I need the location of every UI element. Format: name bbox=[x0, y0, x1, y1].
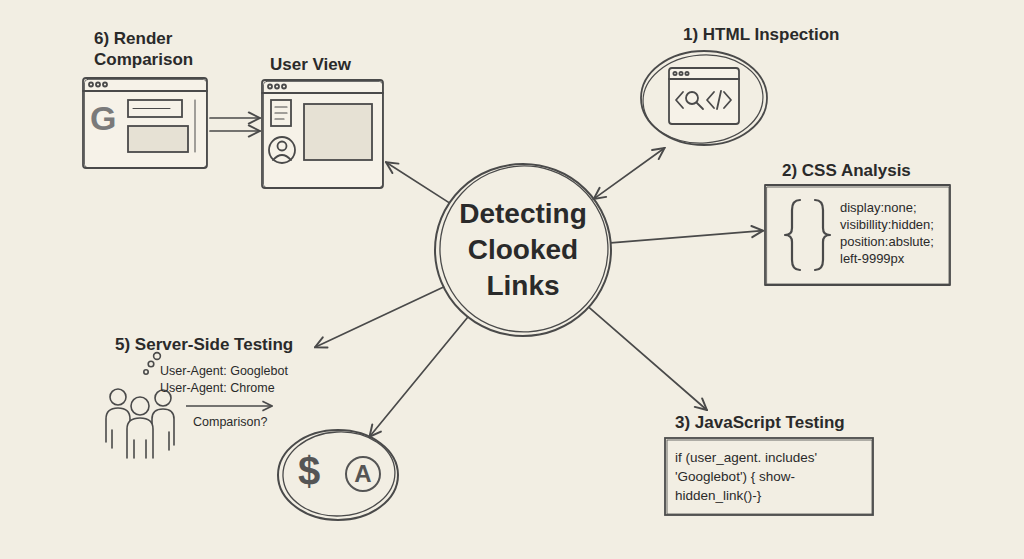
connector-arrow bbox=[315, 287, 444, 347]
javascript-code-box bbox=[667, 440, 872, 514]
render-browser-sketch bbox=[83, 78, 207, 168]
css-code-box bbox=[785, 200, 800, 270]
user-browser-sketch bbox=[269, 137, 295, 163]
user-browser-sketch bbox=[262, 92, 383, 94]
css-code-box bbox=[815, 200, 830, 270]
people-sketch bbox=[148, 361, 154, 367]
render-browser-sketch bbox=[128, 126, 188, 152]
render-browser-sketch bbox=[195, 100, 196, 152]
html-inspection-sketch bbox=[669, 68, 739, 124]
html-inspection-sketch bbox=[717, 91, 721, 109]
ellipse-outline bbox=[436, 162, 612, 336]
people-sketch bbox=[110, 389, 126, 405]
people-sketch bbox=[127, 418, 153, 458]
css-code-box bbox=[765, 185, 950, 285]
people-sketch bbox=[145, 440, 147, 458]
render-browser-sketch bbox=[128, 100, 182, 117]
javascript-testing-node: 3) JavaScript Testing if (user_agent. inc… bbox=[663, 410, 875, 518]
html-inspection-sketch bbox=[673, 72, 676, 75]
node-text: Comparison? bbox=[193, 414, 303, 430]
people-sketch bbox=[133, 440, 135, 458]
node-text: Detecting Clooked Links bbox=[448, 196, 598, 304]
user-browser-sketch bbox=[275, 106, 287, 107]
node-text: 5) Server-Side Testing bbox=[115, 334, 313, 355]
connector-arrow bbox=[589, 307, 707, 410]
comparison-arrow bbox=[186, 406, 272, 407]
user-view-node: User View bbox=[260, 54, 386, 190]
people-sketch bbox=[152, 409, 174, 445]
node-text: A bbox=[352, 459, 374, 489]
connector-arrow bbox=[611, 231, 763, 243]
html-inspection-sketch bbox=[679, 72, 682, 75]
connector-arrow bbox=[594, 148, 665, 199]
render-browser-sketch bbox=[83, 90, 207, 92]
user-browser-sketch bbox=[273, 155, 291, 160]
comparison-arrow bbox=[186, 405, 272, 407]
connector-arrow bbox=[386, 162, 449, 203]
html-inspection-node: 1) HTML Inspection bbox=[638, 24, 863, 148]
render-comparison-node: 6) Render Comparison bbox=[80, 28, 210, 170]
render-browser-sketch bbox=[85, 80, 207, 168]
user-browser-sketch bbox=[268, 85, 272, 89]
node-text: 1) HTML Inspection bbox=[683, 24, 861, 45]
user-browser-sketch bbox=[275, 85, 279, 89]
symbol-circle: $A bbox=[276, 428, 400, 522]
user-browser-sketch bbox=[304, 104, 372, 160]
ellipse-outline bbox=[278, 430, 398, 520]
node-text: $ bbox=[298, 448, 334, 494]
html-inspection-sketch bbox=[640, 51, 766, 147]
html-inspection-sketch bbox=[697, 103, 704, 110]
node-text: User-Agent: Chrome bbox=[160, 380, 310, 396]
ellipse-outline bbox=[281, 429, 397, 519]
css-code-box bbox=[765, 185, 950, 285]
circled-letter-ring bbox=[346, 457, 380, 491]
people-sketch bbox=[144, 370, 148, 374]
user-browser-sketch bbox=[275, 112, 287, 113]
node-text: display:none; visibillity:hidden; positi… bbox=[840, 199, 945, 267]
user-browser-sketch bbox=[275, 118, 284, 119]
node-text: User-Agent: Googlebot bbox=[160, 363, 310, 379]
html-inspection-sketch bbox=[724, 92, 731, 108]
html-inspection-sketch bbox=[669, 78, 739, 80]
connector-arrow bbox=[210, 130, 260, 132]
user-browser-sketch bbox=[262, 80, 383, 188]
server-side-node: 5) Server-Side TestingUser-Agent: Google… bbox=[100, 330, 315, 465]
node-text: User View bbox=[270, 54, 386, 75]
html-inspection-sketch bbox=[640, 51, 767, 147]
html-inspection-sketch bbox=[676, 92, 683, 108]
node-text: 6) Render Comparison bbox=[94, 28, 210, 70]
people-sketch bbox=[168, 432, 170, 450]
html-inspection-sketch bbox=[685, 72, 688, 75]
node-text: if (user_agent. includes' 'Googlebot') {… bbox=[675, 448, 867, 505]
people-sketch bbox=[111, 430, 113, 448]
node-text: 3) JavaScript Testing bbox=[675, 412, 873, 433]
people-sketch bbox=[131, 397, 149, 415]
css-code-box bbox=[767, 187, 949, 284]
user-browser-sketch bbox=[278, 142, 287, 151]
render-browser-sketch bbox=[103, 83, 107, 87]
user-browser-sketch bbox=[271, 100, 291, 126]
circled-letter-ring bbox=[346, 457, 380, 491]
user-browser-sketch bbox=[264, 82, 383, 188]
user-browser-sketch bbox=[282, 85, 286, 89]
central-topic-circle: Detecting Clooked Links bbox=[433, 162, 613, 338]
javascript-code-box bbox=[665, 438, 873, 515]
render-browser-sketch bbox=[133, 108, 170, 109]
connector-arrow bbox=[370, 317, 468, 437]
user-browser-sketch bbox=[262, 80, 383, 188]
css-analysis-node: 2) CSS Analysis display:none; visibillity… bbox=[763, 158, 953, 288]
html-inspection-sketch bbox=[707, 92, 714, 108]
logo-letter: G bbox=[90, 100, 116, 136]
node-text: 2) CSS Analysis bbox=[782, 160, 952, 181]
render-browser-sketch bbox=[83, 78, 207, 168]
render-browser-sketch bbox=[96, 83, 100, 87]
ellipse-outline bbox=[276, 428, 400, 522]
render-browser-sketch bbox=[89, 83, 93, 87]
javascript-code-box bbox=[665, 438, 873, 515]
ellipse-outline bbox=[435, 164, 611, 336]
connector-arrow bbox=[210, 117, 260, 119]
